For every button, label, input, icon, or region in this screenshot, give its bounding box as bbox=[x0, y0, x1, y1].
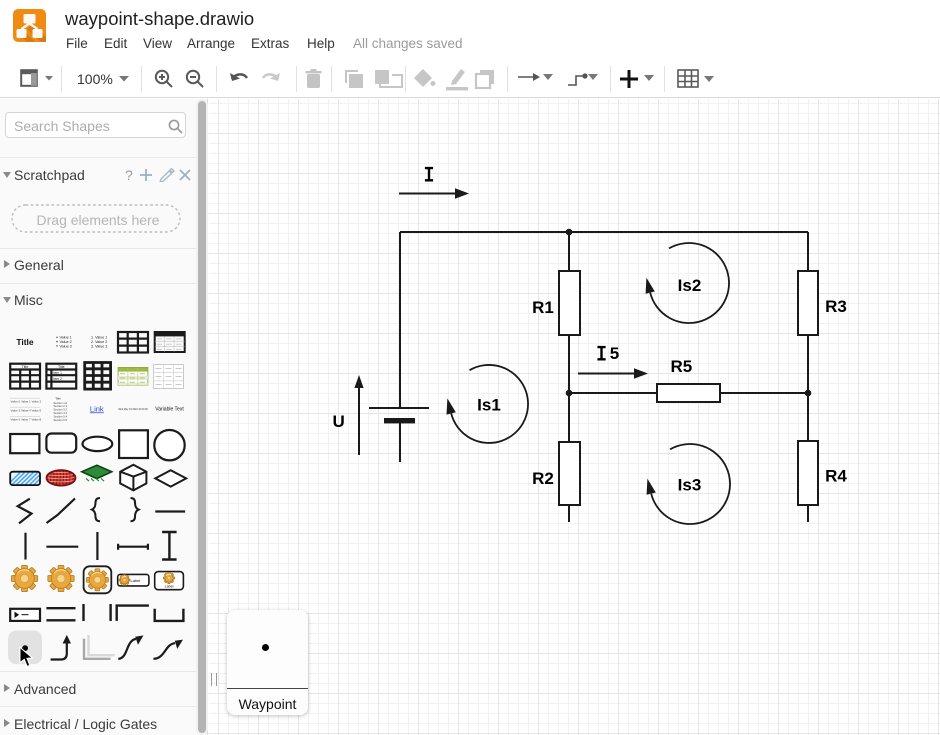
svg-text:Value 4: Value 4 bbox=[21, 409, 31, 413]
svg-text:Value 1: Value 1 bbox=[21, 400, 31, 404]
svg-text:Section 4.3: Section 4.3 bbox=[54, 411, 68, 415]
svg-text:Item 1: Item 1 bbox=[53, 371, 62, 375]
svg-text:Section 2.1: Section 2.1 bbox=[54, 404, 68, 408]
svg-text:Value 2: Value 2 bbox=[60, 340, 72, 344]
svg-text:Variable Text: Variable Text bbox=[155, 407, 184, 413]
svg-text:Value 8: Value 8 bbox=[32, 418, 42, 422]
svg-text:Value 6: Value 6 bbox=[11, 418, 21, 422]
svg-text:Title: Title bbox=[58, 365, 65, 369]
svg-text:Section 5.4: Section 5.4 bbox=[54, 414, 68, 418]
svg-text:Title: Title bbox=[22, 365, 29, 369]
svg-text:Value 7: Value 7 bbox=[21, 418, 31, 422]
svg-text:Value 0: Value 0 bbox=[11, 400, 21, 404]
svg-text:2. Value 2: 2. Value 2 bbox=[91, 340, 107, 344]
svg-text:Item 2: Item 2 bbox=[53, 377, 62, 381]
svg-text:Label: Label bbox=[131, 578, 141, 583]
svg-text:1. Value 1: 1. Value 1 bbox=[91, 336, 107, 340]
svg-text:Value 2: Value 2 bbox=[32, 400, 42, 404]
svg-text:Section 6.5: Section 6.5 bbox=[54, 418, 68, 422]
svg-text:Title: Title bbox=[55, 397, 61, 401]
svg-text:Link: Link bbox=[90, 404, 104, 413]
svg-text:Section 3.2: Section 3.2 bbox=[54, 408, 68, 412]
svg-text:Label: Label bbox=[165, 585, 174, 589]
svg-text:Value 1: Value 1 bbox=[60, 336, 72, 340]
svg-text:Value 5: Value 5 bbox=[32, 409, 42, 413]
svg-text:Value 3: Value 3 bbox=[60, 344, 72, 348]
svg-text:Value 3: Value 3 bbox=[11, 409, 21, 413]
svg-text:Section 1.0: Section 1.0 bbox=[54, 401, 68, 405]
svg-text:Wed May 04 2022 10:00:00: Wed May 04 2022 10:00:00 bbox=[118, 408, 148, 411]
svg-text:Title: Title bbox=[16, 337, 34, 347]
svg-text:3. Value 3: 3. Value 3 bbox=[91, 344, 107, 348]
